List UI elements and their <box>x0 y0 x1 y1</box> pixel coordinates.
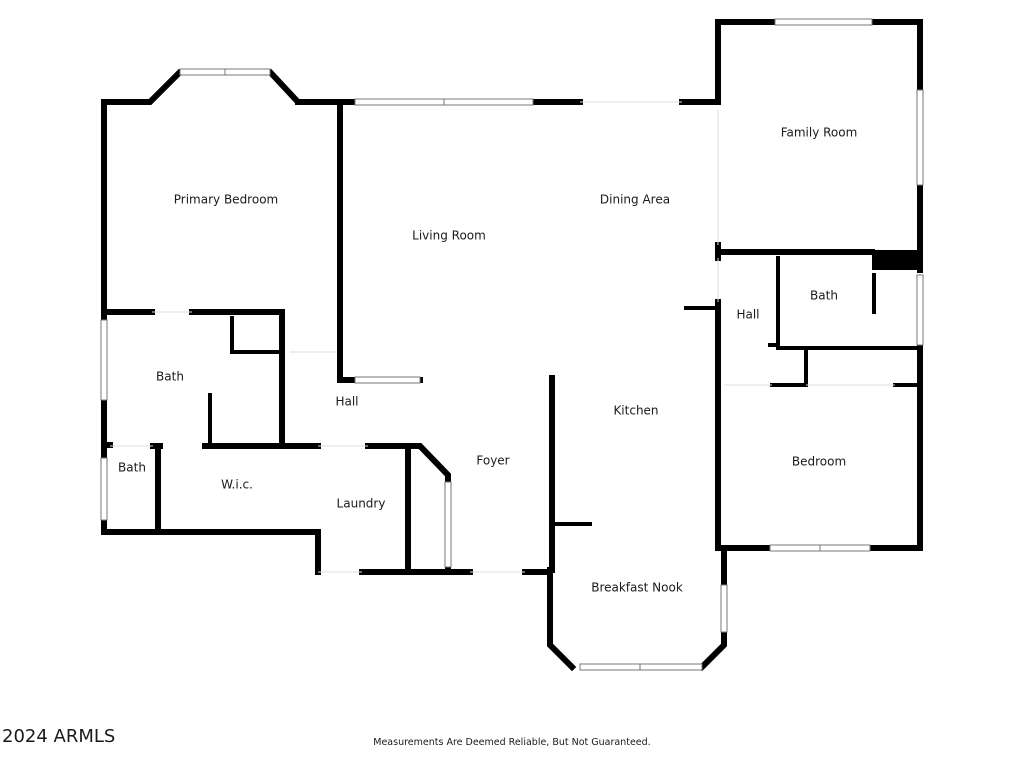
watermark-text: 2024 ARMLS <box>2 726 115 747</box>
label-primary-bedroom: Primary Bedroom <box>174 193 278 207</box>
label-bath-small: Bath <box>118 461 146 475</box>
label-breakfast-nook: Breakfast Nook <box>591 581 683 595</box>
label-wic: W.i.c. <box>221 478 253 492</box>
room-labels: Primary Bedroom Living Room Dining Area … <box>118 126 857 595</box>
walls <box>101 19 923 672</box>
label-dining-area: Dining Area <box>600 193 670 207</box>
label-bath-primary: Bath <box>156 370 184 384</box>
label-hall-right: Hall <box>736 308 759 322</box>
label-bedroom: Bedroom <box>792 455 846 469</box>
windows <box>100 18 924 671</box>
label-laundry: Laundry <box>337 497 386 511</box>
label-family-room: Family Room <box>781 126 858 140</box>
label-kitchen: Kitchen <box>613 404 658 418</box>
disclaimer-text: Measurements Are Deemed Reliable, But No… <box>373 737 650 748</box>
openings <box>110 101 895 573</box>
label-hall-center: Hall <box>335 395 358 409</box>
label-living-room: Living Room <box>412 229 486 243</box>
label-bath-right: Bath <box>810 289 838 303</box>
label-foyer: Foyer <box>476 454 509 468</box>
